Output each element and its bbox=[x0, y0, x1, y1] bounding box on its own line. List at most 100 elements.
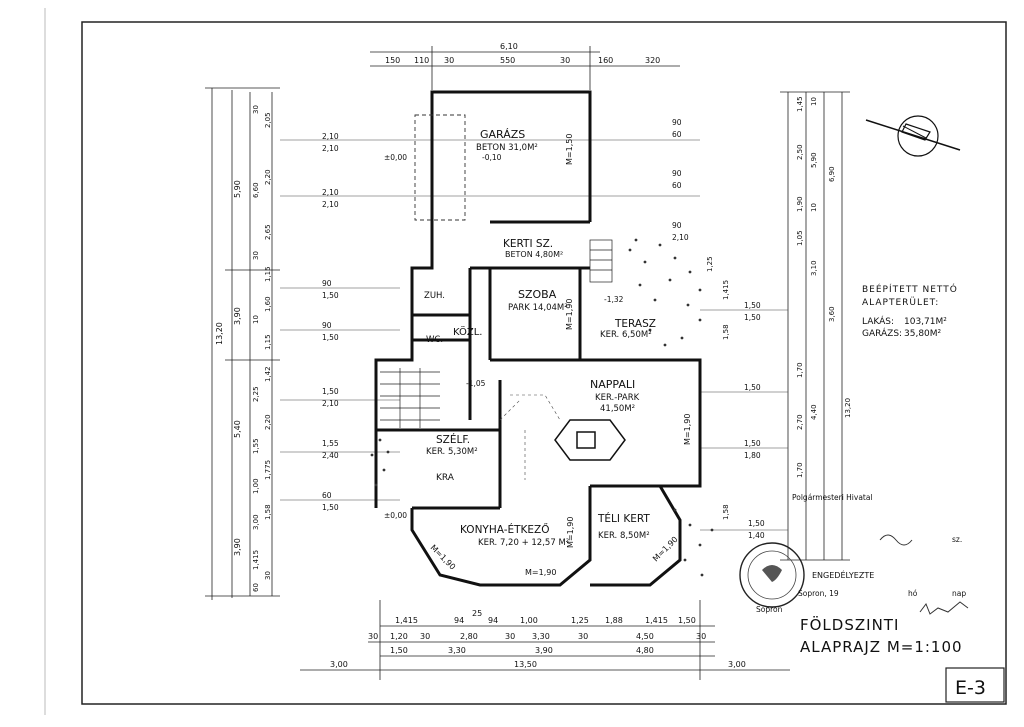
sheet-number-box bbox=[945, 667, 1005, 703]
dim-left-inner: 1,00 bbox=[252, 478, 260, 494]
dim-misc: 1,50 bbox=[322, 387, 339, 396]
window-label: M=1,90 bbox=[429, 543, 458, 572]
dim-right: 1,415 bbox=[722, 280, 730, 300]
dim-misc: 2,10 bbox=[322, 188, 339, 197]
level-marker: ±0,00 bbox=[384, 511, 407, 520]
dim-bottom: 25 bbox=[472, 609, 482, 618]
dim-left-inner: 1,775 bbox=[264, 460, 272, 480]
window-label: M=1,90 bbox=[566, 517, 575, 548]
bottom-dimension-chains bbox=[300, 600, 790, 680]
dim-bottom: 4,80 bbox=[636, 646, 654, 655]
reference-lines bbox=[280, 139, 788, 531]
misc-dims: 2,10 2,10 2,10 2,10 90 60 90 60 90 2,10 … bbox=[322, 118, 765, 540]
window-label: M=1,90 bbox=[651, 535, 680, 564]
dim-top: 160 bbox=[598, 56, 613, 65]
dim-bottom: 1,00 bbox=[520, 616, 538, 625]
left-inner-dims: 30 2,05 6,60 2,20 2,65 30 1,15 1,60 10 1… bbox=[252, 105, 272, 592]
north-arrow-icon bbox=[865, 115, 961, 157]
area-summary-title2: ALAPTERÜLET: bbox=[862, 297, 939, 308]
dim-bottom: 3,30 bbox=[532, 632, 550, 641]
room-kra-name: KRA bbox=[436, 473, 455, 483]
dim-misc: 60 bbox=[672, 181, 682, 190]
window-label: M=1,50 bbox=[565, 134, 574, 165]
dim-misc: 90 bbox=[322, 279, 332, 288]
title-line1: FÖLDSZINTI bbox=[800, 615, 899, 634]
dim-bottom: 1,50 bbox=[390, 646, 408, 655]
dim-top: 550 bbox=[500, 56, 515, 65]
dim-right: 1,70 bbox=[796, 462, 804, 478]
dim-bottom: 2,80 bbox=[460, 632, 478, 641]
dim-misc: 1,55 bbox=[322, 439, 339, 448]
dim-top: 150 bbox=[385, 56, 400, 65]
dim-misc: 2,10 bbox=[322, 132, 339, 141]
dim-misc: 1,50 bbox=[744, 301, 761, 310]
dim-misc: 1,50 bbox=[322, 291, 339, 300]
dim-misc: 2,10 bbox=[322, 144, 339, 153]
room-telikert-detail: KER. 8,50M² bbox=[598, 531, 650, 541]
title-line2: ALAPRAJZ M=1:100 bbox=[800, 638, 963, 656]
dim-misc: 90 bbox=[672, 118, 682, 127]
dim-misc: 60 bbox=[672, 130, 682, 139]
dim-bottom: 94 bbox=[488, 616, 498, 625]
room-szoba-name: SZOBA bbox=[518, 288, 557, 301]
window-label: M=1,90 bbox=[565, 299, 574, 330]
room-szelf-detail: KER. 5,30M² bbox=[426, 447, 478, 457]
dim-bottom: 30 bbox=[696, 632, 706, 641]
dim-misc: 1,50 bbox=[744, 383, 761, 392]
dim-bottom: 13,50 bbox=[514, 660, 537, 669]
left-dimension-chains bbox=[205, 87, 280, 600]
dim-left-inner: 1,42 bbox=[264, 366, 272, 382]
approval-stamp: Polgármesteri Hivatal Sopron ENGEDÉLYEZT… bbox=[756, 493, 969, 615]
right-inner-dims: 1,45 10 2,50 5,90 6,90 1,90 10 1,05 3,10… bbox=[706, 96, 852, 520]
stamp-approval: ENGEDÉLYEZTE bbox=[812, 569, 874, 580]
dim-left: 5,90 bbox=[233, 180, 242, 198]
dim-left-inner: 30 bbox=[264, 571, 272, 580]
dim-left-inner: 1,58 bbox=[264, 504, 272, 520]
dim-left-inner: 1,60 bbox=[264, 296, 272, 312]
room-garazs-name: GARÁZS bbox=[480, 128, 525, 141]
dim-misc: 2,40 bbox=[322, 451, 339, 460]
top-dimension-chains bbox=[370, 46, 680, 90]
dim-left-inner: 1,55 bbox=[252, 438, 260, 454]
level-marker: -1,05 bbox=[466, 379, 486, 388]
dim-misc: 1,50 bbox=[322, 333, 339, 342]
garden-steps bbox=[589, 239, 613, 283]
dim-left-inner: 60 bbox=[252, 583, 260, 592]
dim-top: 110 bbox=[414, 56, 429, 65]
area-summary-row2-value: 35,80M² bbox=[904, 329, 942, 339]
area-summary-title1: BEÉPÍTETT NETTÓ bbox=[862, 283, 958, 295]
dim-left-inner: 2,05 bbox=[264, 112, 272, 128]
dim-bottom: 3,00 bbox=[728, 660, 746, 669]
dim-right: 1,58 bbox=[722, 504, 730, 520]
dim-left-inner: 1,415 bbox=[252, 550, 260, 570]
dim-left-inner: 2,65 bbox=[264, 224, 272, 240]
dim-right: 2,70 bbox=[796, 414, 804, 430]
dim-left-inner: 30 bbox=[252, 105, 260, 114]
dim-right: 1,70 bbox=[796, 362, 804, 378]
room-kertisz-detail: BETON 4,80M² bbox=[505, 250, 563, 259]
room-kertisz-name: KERTI SZ. bbox=[503, 238, 553, 250]
sheet-border bbox=[81, 21, 1007, 705]
dim-left-inner: 6,60 bbox=[252, 182, 260, 198]
level-marker: -0,10 bbox=[482, 153, 502, 162]
dim-left-inner: 2,25 bbox=[252, 386, 260, 402]
dim-right: 3,10 bbox=[810, 260, 818, 276]
dim-misc: 90 bbox=[672, 221, 682, 230]
dim-misc: 1,50 bbox=[744, 313, 761, 322]
dim-misc: 90 bbox=[672, 169, 682, 178]
room-szelf-name: SZÉLF. bbox=[436, 433, 470, 446]
fireplace bbox=[554, 419, 626, 461]
room-nappali-detail1: KER.-PARK bbox=[595, 393, 640, 403]
level-marker: -1,32 bbox=[604, 295, 624, 304]
dim-bottom: 30 bbox=[420, 632, 430, 641]
dim-misc: 2,10 bbox=[672, 233, 689, 242]
dim-left-inner: 1,15 bbox=[264, 266, 272, 282]
dim-left-inner: 10 bbox=[252, 315, 260, 324]
signature-scribble bbox=[919, 601, 969, 615]
dim-bottom: 3,90 bbox=[535, 646, 553, 655]
stamp-day: nap bbox=[952, 589, 966, 598]
dim-right: 10 bbox=[810, 203, 818, 212]
room-garazs-detail: BETON 31,0M² bbox=[476, 143, 538, 153]
dim-misc: 1,50 bbox=[748, 519, 765, 528]
